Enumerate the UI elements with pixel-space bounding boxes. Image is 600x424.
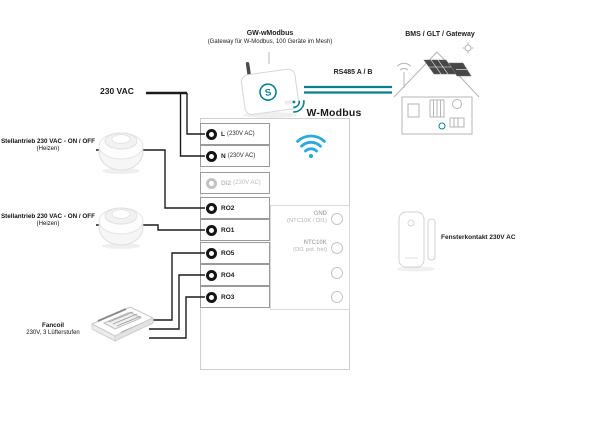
terminal-row-RO2: RO2 xyxy=(200,197,270,219)
gateway-device-graphic: S xyxy=(240,62,305,118)
sensor-label-gnd: GND (NTC10K / DI1) xyxy=(250,211,327,225)
wire-fancoil-RO4 xyxy=(149,274,205,330)
terminal-row-RO4: RO4 xyxy=(200,264,270,286)
sun-icon xyxy=(462,42,474,54)
wire-L xyxy=(186,93,205,135)
actuator2-title: Stellantrieb 230 VAC - ON / OFF xyxy=(0,213,95,220)
rs485-label: RS485 A / B xyxy=(333,69,373,76)
fancoil-graphic xyxy=(90,306,155,342)
terminal-row-RO1: RO1 xyxy=(200,219,270,241)
building-sensor-dot xyxy=(438,122,446,130)
actuator1-label: Stellantrieb 230 VAC - ON / OFF (Heizen) xyxy=(0,138,96,153)
terminal-row-L: L (230V AC) xyxy=(200,123,270,145)
wire-N xyxy=(179,93,205,157)
terminal-label: RO5 xyxy=(221,249,235,257)
terminal-circle xyxy=(206,269,217,281)
gateway-antenna-tip xyxy=(245,62,250,66)
building-body xyxy=(401,96,473,135)
actuator1-graphic xyxy=(98,132,144,174)
thermostat-dial-icon xyxy=(452,99,462,109)
gateway-logo xyxy=(259,83,277,101)
window-contact-graphic xyxy=(397,211,436,272)
sensor-terminal-circle-4 xyxy=(331,291,343,303)
fancoil-label: Fancoil 230V, 3 Lüfterstufen xyxy=(14,322,92,337)
gateway-antenna-icon xyxy=(246,64,252,76)
actuator2-label: Stellantrieb 230 VAC - ON / OFF (Heizen) xyxy=(0,213,96,228)
building-window xyxy=(407,103,420,118)
gateway-logo-letter: S xyxy=(264,87,272,99)
actuator2-sub: (Heizen) xyxy=(36,220,60,227)
terminal-circle xyxy=(206,202,217,214)
terminal-row-N: N (230V AC) xyxy=(200,145,270,167)
building-antenna-icon xyxy=(397,62,411,88)
building-roof xyxy=(393,51,480,98)
terminal-label: DI2 xyxy=(221,179,232,187)
bms-label: BMS / GLT / Gateway xyxy=(405,31,475,38)
actuator1-sub: (Heizen) xyxy=(36,145,60,152)
terminal-circle xyxy=(206,224,217,236)
terminal-circle xyxy=(206,150,217,162)
gateway-label: GW-wModbus (Gateway für W-Modbus, 100 Ge… xyxy=(180,30,360,46)
actuator1-title: Stellantrieb 230 VAC - ON / OFF xyxy=(0,138,95,145)
wire-fancoil-RO5 xyxy=(149,252,205,321)
building-radiator-icon xyxy=(429,99,445,118)
terminal-sub: (230V AC) xyxy=(233,180,261,186)
terminal-circle xyxy=(206,128,217,140)
terminal-sub: (230V AC) xyxy=(227,153,256,159)
sensor-terminal-circle-3 xyxy=(331,267,343,279)
gateway-port xyxy=(284,99,294,105)
gateway-wifi-icon xyxy=(292,99,305,113)
solar-panel-grid xyxy=(429,59,467,75)
sensor-label-title: NTC10K xyxy=(303,240,327,246)
terminal-circle xyxy=(206,247,217,259)
power-230vac-label: 230 VAC xyxy=(100,86,134,96)
rs485-bus-lines xyxy=(304,85,392,94)
terminal-circle xyxy=(206,291,217,303)
actuator2-graphic xyxy=(98,207,144,249)
sensor-terminal-circle-ntc xyxy=(331,242,343,254)
building-radiator2-icon xyxy=(449,117,465,128)
terminal-label: L xyxy=(221,130,225,138)
sensor-terminal-circle-gnd xyxy=(331,213,343,225)
gateway-name: GW-wModbus xyxy=(246,30,294,37)
terminal-row-RO5: RO5 xyxy=(200,242,270,264)
sensor-label-title: GND xyxy=(313,211,327,217)
sensor-label-ntc10k: NTC10K (DI1 pot. frei) xyxy=(250,240,327,254)
terminal-label: RO3 xyxy=(221,293,235,301)
wire-fancoil-RO3 xyxy=(149,296,205,339)
bms-building-graphic xyxy=(393,42,480,135)
terminal-label: RO2 xyxy=(221,204,235,212)
gateway-subtitle: (Gateway für W-Modbus, 100 Geräte im Mes… xyxy=(207,38,333,45)
terminal-sub: (230V AC) xyxy=(226,131,255,137)
fancoil-title: Fancoil xyxy=(41,322,65,329)
terminal-label: RO4 xyxy=(221,271,235,279)
wmodbus-label: W-Modbus xyxy=(306,107,362,119)
fancoil-grille xyxy=(108,311,142,327)
fancoil-sub: 230V, 3 Lüfterstufen xyxy=(26,329,80,336)
window-contact-label: Fensterkontakt 230V AC xyxy=(441,234,516,241)
sensor-label-sub: (DI1 pot. frei) xyxy=(293,247,327,254)
terminal-circle xyxy=(206,177,217,189)
wmodbus-wifi-icon xyxy=(296,134,326,159)
terminal-row-RO3: RO3 xyxy=(200,286,270,308)
sensor-label-sub: (NTC10K / DI1) xyxy=(287,218,327,225)
terminal-row-DI2: DI2 (230V AC) xyxy=(200,172,270,194)
terminal-label: RO1 xyxy=(221,226,235,234)
terminal-label: N xyxy=(221,152,226,160)
